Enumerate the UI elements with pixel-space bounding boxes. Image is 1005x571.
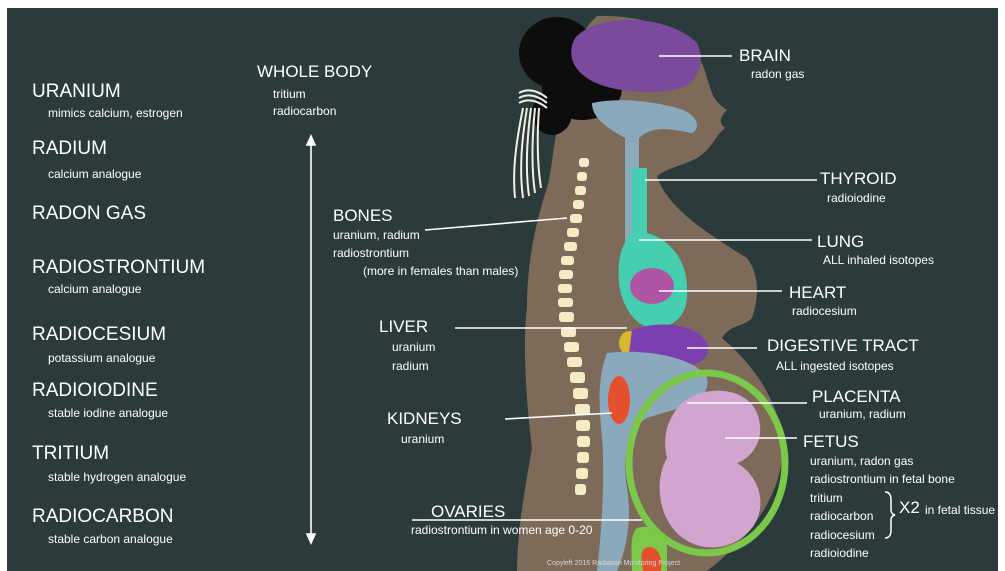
isotope-desc: calcium analogue bbox=[48, 168, 141, 180]
fetus-title: FETUS bbox=[803, 433, 859, 450]
kidneys-line: uranium bbox=[401, 433, 444, 445]
kidney-shape bbox=[608, 376, 630, 424]
isotope-desc: potassium analogue bbox=[48, 352, 155, 364]
fetus-line: tritium bbox=[810, 492, 843, 504]
fetus-bracket-note: X2 bbox=[899, 499, 920, 516]
bones-line: uranium, radium bbox=[333, 229, 420, 241]
heart-title: HEART bbox=[789, 284, 846, 301]
thyroid-line: radioiodine bbox=[827, 192, 886, 204]
kidneys-title: KIDNEYS bbox=[387, 410, 462, 427]
brain-line: radon gas bbox=[751, 68, 804, 80]
isotope-name: URANIUM bbox=[32, 82, 121, 101]
fetus-line: uranium, radon gas bbox=[810, 455, 913, 467]
whole-body-arrow bbox=[307, 136, 315, 543]
liver-line: radium bbox=[392, 360, 429, 372]
diagram-canvas: URANIUM mimics calcium, estrogen RADIUM … bbox=[7, 8, 998, 571]
ovaries-line: radiostrontium in women age 0-20 bbox=[411, 524, 592, 536]
isotope-name: RADON GAS bbox=[32, 204, 146, 223]
isotope-desc: stable iodine analogue bbox=[48, 407, 168, 419]
whole-body-line: tritium bbox=[273, 88, 306, 100]
fetus-line: radiocesium bbox=[810, 529, 875, 541]
isotope-name: RADIOIODINE bbox=[32, 381, 158, 400]
fetus-line: radiostrontium in fetal bone bbox=[810, 473, 955, 485]
fetus-bracket-suffix: in fetal tissue bbox=[925, 504, 995, 516]
isotope-name: TRITIUM bbox=[32, 444, 109, 463]
ovaries-title: OVARIES bbox=[431, 503, 505, 520]
fetus-bracket bbox=[885, 492, 895, 538]
credit-text: Copyleft 2016 Radiation Monitoring Proje… bbox=[547, 560, 680, 567]
thyroid-title: THYROID bbox=[820, 170, 897, 187]
placenta-line: uranium, radium bbox=[819, 408, 906, 420]
whole-body-title: WHOLE BODY bbox=[257, 63, 372, 80]
isotope-name: RADIOCESIUM bbox=[32, 325, 166, 344]
digestive-line: ALL ingested isotopes bbox=[776, 360, 894, 372]
bones-line: (more in females than males) bbox=[363, 265, 518, 277]
lung-title: LUNG bbox=[817, 233, 864, 250]
isotope-desc: mimics calcium, estrogen bbox=[48, 107, 183, 119]
body-illustration bbox=[7, 8, 998, 571]
isotope-desc: calcium analogue bbox=[48, 283, 141, 295]
fetus-line: radiocarbon bbox=[810, 510, 873, 522]
isotope-desc: stable carbon analogue bbox=[48, 533, 173, 545]
isotope-desc: stable hydrogen analogue bbox=[48, 471, 186, 483]
liver-title: LIVER bbox=[379, 318, 428, 335]
isotope-name: RADIOSTRONTIUM bbox=[32, 258, 205, 277]
digestive-title: DIGESTIVE TRACT bbox=[767, 337, 919, 354]
placenta-title: PLACENTA bbox=[812, 388, 901, 405]
brain-title: BRAIN bbox=[739, 47, 791, 64]
isotope-name: RADIOCARBON bbox=[32, 507, 173, 526]
isotope-name: RADIUM bbox=[32, 139, 107, 158]
whole-body-line: radiocarbon bbox=[273, 105, 336, 117]
liver-line: uranium bbox=[392, 341, 435, 353]
heart-shape bbox=[630, 268, 674, 304]
heart-line: radiocesium bbox=[792, 305, 857, 317]
bones-title: BONES bbox=[333, 207, 393, 224]
fetus-line: radioiodine bbox=[810, 547, 869, 559]
bones-line: radiostrontium bbox=[333, 247, 409, 259]
lung-line: ALL inhaled isotopes bbox=[823, 254, 934, 266]
